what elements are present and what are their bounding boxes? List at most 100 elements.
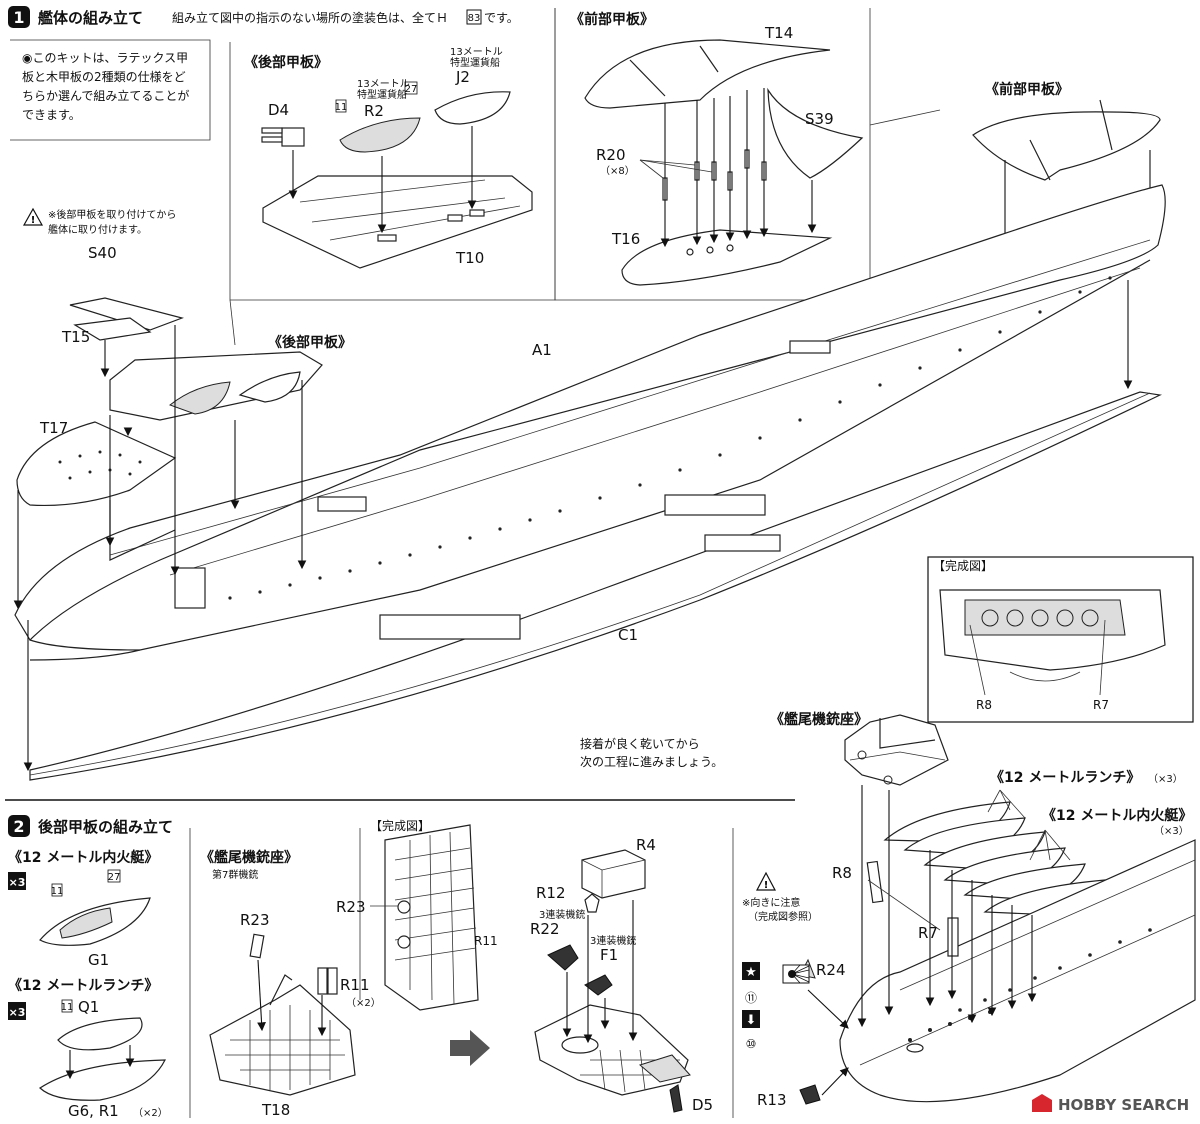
label-r23-inset: R23 — [336, 898, 366, 916]
paint-note: 組み立て図中の指示のない場所の塗装色は、全てＨ — [172, 10, 448, 25]
aft-deck-assembly — [261, 91, 533, 269]
orientation-warning-icon — [756, 871, 776, 891]
step2-title: 後部甲板の組み立て — [37, 818, 173, 836]
right-label-r24: R24 — [816, 961, 846, 979]
warning-icon — [22, 207, 44, 226]
part-r4 — [581, 849, 646, 899]
fore-deck-assembly — [584, 39, 864, 286]
right-boat-heading: 《12 メートル内火艇》 — [1042, 807, 1192, 824]
aft-parts-left — [13, 297, 323, 610]
glue-note-line2: 次の工程に進みましょう。 — [580, 754, 723, 769]
right-boat-qty: （×3） — [1154, 825, 1189, 837]
label-a1: A1 — [532, 341, 552, 359]
x3-launch: ×3 — [9, 1006, 26, 1019]
caution-line1: ※後部甲板を取り付けてから — [48, 208, 176, 221]
paint-h27-r2: 27 — [405, 84, 418, 95]
kit-note-line2: 板と木甲板の2種類の仕様をど — [22, 70, 186, 84]
label-t18: T18 — [261, 1101, 290, 1119]
step2-boat-heading: 《12 メートル内火艇》 — [8, 849, 158, 866]
aft-deck-mid-heading: 《後部甲板》 — [268, 334, 352, 351]
paint-suffix: です。 — [484, 11, 519, 25]
kit-note-line1: ◉このキットは、ラテックス甲 — [22, 51, 188, 65]
label-r22: R22 — [530, 920, 560, 938]
part-c1 — [29, 391, 1163, 781]
step1-number: 1 — [13, 8, 24, 27]
svg-text:!: ! — [764, 880, 769, 891]
svg-text:⬇: ⬇ — [746, 1013, 757, 1028]
label-r2-line1: 13メートル — [357, 79, 410, 90]
part-r22 — [547, 944, 579, 971]
step1-header: 1 艦体の組み立て 組み立て図中の指示のない場所の塗装色は、全てＨ 83 です。 — [8, 6, 519, 28]
step2-stern-sub: 第7群機銃 — [212, 868, 258, 881]
right-stern-heading: 《艦尾機銃座》 — [770, 711, 868, 728]
right-label-r7: R7 — [918, 924, 938, 942]
right-launch-qty: （×3） — [1148, 773, 1183, 785]
orientation-note-line1: ※向きに注意 — [742, 896, 800, 909]
star-paint-icon — [742, 962, 760, 980]
label-t17: T17 — [39, 419, 68, 437]
part-t17 — [16, 421, 177, 506]
kit-note-line3: ちらか選んで組み立てることが — [22, 88, 189, 103]
label-t10: T10 — [455, 249, 484, 267]
x3-badge-boat — [8, 872, 26, 890]
label-g6-r1: G6, R1 — [68, 1102, 119, 1120]
part-t10 — [262, 175, 533, 269]
gun-note-f1: 3連装機銃 — [590, 934, 636, 947]
aft-deck-top-heading: 《後部甲板》 — [244, 54, 328, 71]
step1-title: 艦体の組み立て — [38, 9, 143, 27]
kit-note: ◉このキットは、ラテックス甲 板と木甲板の2種類の仕様をど ちらか選んで組み立て… — [10, 39, 211, 141]
step1-number-badge — [8, 6, 30, 28]
label-r2: R2 — [364, 102, 384, 120]
label-f1: F1 — [600, 946, 618, 964]
caution-note: ! ※後部甲板を取り付けてから 艦体に取り付けます。 — [22, 207, 176, 236]
step2-header: 2 後部甲板の組み立て — [8, 815, 173, 837]
step2-number-badge — [8, 815, 30, 837]
inset-label-r7: R7 — [1093, 698, 1109, 712]
part-t16 — [621, 229, 833, 286]
label-j2-line2: 特型運貨船 — [450, 56, 500, 69]
paint-h11-q1: 11 — [61, 1002, 74, 1013]
caution-line2: 艦体に取り付けます。 — [48, 223, 147, 236]
part-stern-hull — [839, 839, 1196, 1103]
paint-h11-g1: 11 — [51, 886, 64, 897]
part-r8 — [866, 860, 884, 904]
fore-deck-right-assembly — [972, 99, 1161, 260]
part-t15 — [73, 317, 152, 341]
x3-boat: ×3 — [9, 876, 26, 889]
step2-launch-heading: 《12 メートルランチ》 — [8, 978, 158, 994]
down-arrow-icon — [742, 1010, 760, 1028]
right-launch-heading: 《12 メートルランチ》 — [990, 770, 1140, 786]
completed-inset: 【完成図】 — [927, 556, 1194, 723]
hobby-search-watermark: HOBBY SEARCH — [1032, 1094, 1189, 1114]
part-g6 — [39, 1059, 166, 1101]
part-d4 — [261, 127, 305, 147]
label-r11-inset: R11 — [474, 934, 498, 948]
next-arrow-icon — [450, 1030, 490, 1066]
part-r12 — [584, 893, 600, 913]
label-r20: R20 — [596, 146, 626, 164]
label-r4: R4 — [636, 836, 656, 854]
fore-deck-right-heading: 《前部甲板》 — [985, 81, 1069, 98]
label-s40: S40 — [88, 244, 117, 262]
inset-label-r8: R8 — [976, 698, 992, 712]
gun-note-r22: 3連装機銃 — [539, 908, 585, 921]
part-s39 — [767, 87, 864, 179]
part-q1 — [57, 1017, 143, 1051]
part-d5 — [669, 1084, 683, 1113]
paint-h11-r2: 11 — [335, 102, 348, 113]
label-g6-r1-qty: （×2） — [133, 1107, 168, 1119]
label-q1: Q1 — [78, 998, 99, 1016]
label-r11-qty: （×2） — [346, 997, 381, 1009]
label-r11: R11 — [340, 976, 370, 994]
label-r23: R23 — [240, 911, 270, 929]
part-r13 — [799, 1084, 821, 1105]
completed-label: 【完成図】 — [933, 558, 993, 573]
step2-number: 2 — [13, 817, 24, 836]
label-t15: T15 — [61, 328, 90, 346]
stern-inset — [384, 824, 479, 1011]
part-gun-base — [534, 1004, 689, 1096]
part-f1 — [584, 974, 613, 996]
label-j2: J2 — [455, 68, 470, 86]
label-s39: S39 — [805, 110, 834, 128]
step2-stern-heading: 《艦尾機銃座》 — [200, 849, 298, 866]
